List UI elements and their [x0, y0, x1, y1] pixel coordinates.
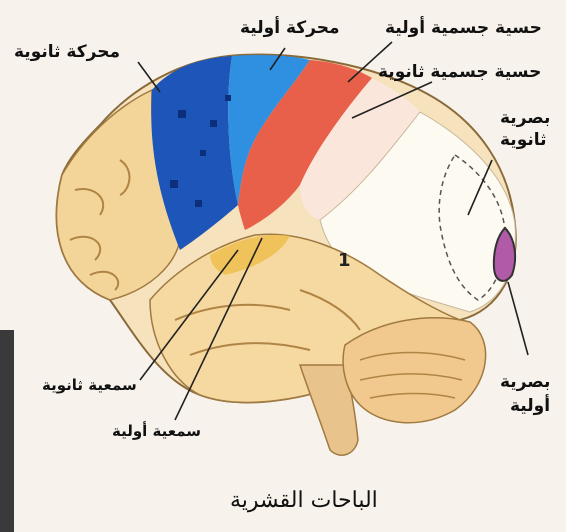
- label-secondary-motor: محركة ثانوية: [14, 42, 120, 62]
- label-primary-visual-line1: بصرية: [500, 372, 550, 392]
- label-primary-somatosensory: حسية جسمية أولية: [385, 18, 542, 38]
- cerebellum: [343, 318, 486, 423]
- label-primary-motor: محركة أولية: [240, 18, 340, 38]
- left-edge-strip: [0, 330, 14, 532]
- label-secondary-auditory: سمعية ثانوية: [42, 376, 137, 395]
- label-secondary-visual-line2: ثانوية: [500, 130, 547, 150]
- label-secondary-somatosensory: حسية جسمية ثانوية: [378, 62, 541, 82]
- diagram-caption: الباحات القشرية: [230, 488, 378, 513]
- label-primary-auditory: سمعية أولية: [112, 422, 201, 441]
- leader-primary-visual: [508, 282, 528, 355]
- region-number: 1: [338, 250, 351, 271]
- label-secondary-visual-line1: بصرية: [500, 108, 550, 128]
- label-primary-visual-line2: أولية: [510, 396, 550, 416]
